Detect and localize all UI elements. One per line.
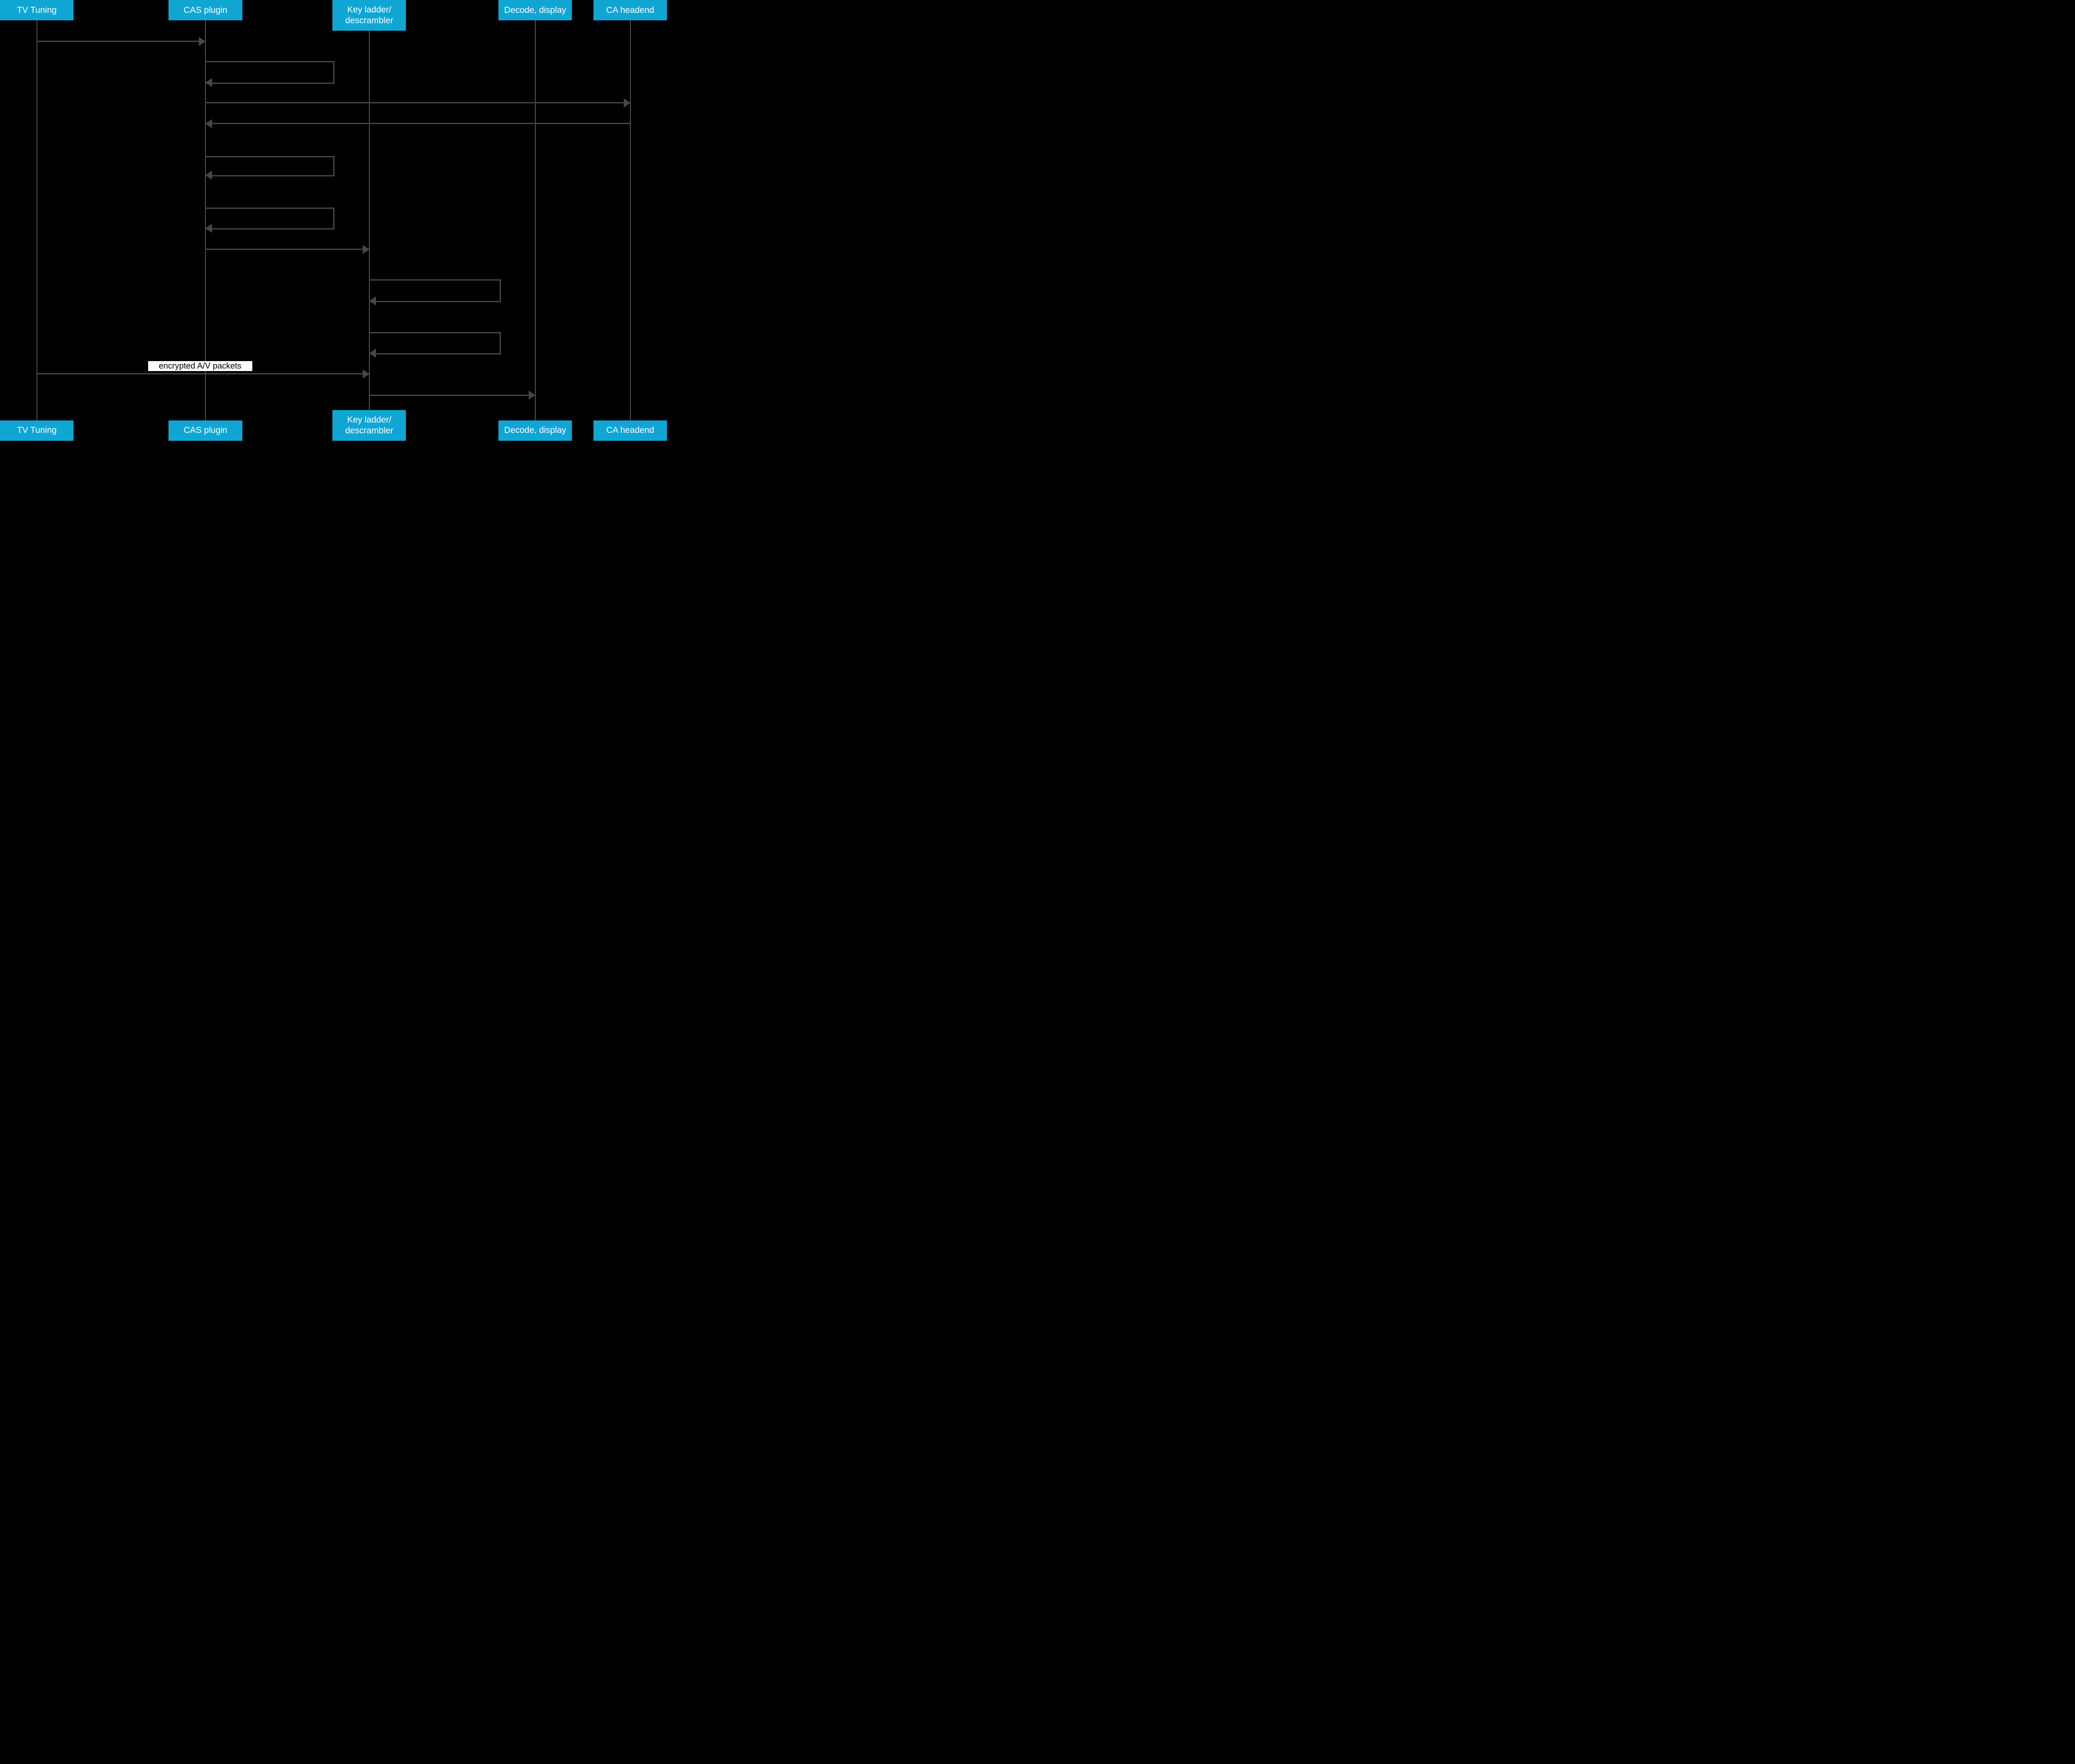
arrowhead-7 xyxy=(369,296,376,305)
self-message-1 xyxy=(205,61,334,84)
arrowhead-10 xyxy=(528,391,535,400)
message-label-9: encrypted A/V packets xyxy=(148,361,252,371)
message-line-3 xyxy=(205,123,630,125)
participant-bottom-cas-plugin: CAS plugin xyxy=(168,420,242,441)
sequence-diagram: encrypted A/V packets TV Tuning TV Tuning… xyxy=(0,0,668,441)
participant-top-key-ladder: Key ladder/ descrambler xyxy=(332,0,406,31)
arrowhead-4 xyxy=(205,170,212,180)
participant-bottom-tv-tuning: TV Tuning xyxy=(0,420,74,441)
message-line-0 xyxy=(37,41,206,42)
participant-bottom-key-ladder: Key ladder/ descrambler xyxy=(332,410,406,441)
participant-top-decode-display: Decode, display xyxy=(498,0,572,21)
arrowhead-6 xyxy=(362,244,369,254)
self-message-8 xyxy=(369,332,501,354)
arrowhead-3 xyxy=(205,119,212,128)
lifeline-decode-display xyxy=(535,0,536,441)
participant-bottom-ca-headend: CA headend xyxy=(593,420,667,441)
arrowhead-9 xyxy=(362,369,369,379)
message-line-10 xyxy=(369,394,535,396)
message-line-2 xyxy=(205,102,630,104)
lifeline-ca-headend xyxy=(630,0,631,441)
participant-top-tv-tuning: TV Tuning xyxy=(0,0,74,21)
self-message-7 xyxy=(369,279,501,302)
message-line-6 xyxy=(205,249,369,250)
arrowhead-2 xyxy=(623,98,630,108)
arrowhead-8 xyxy=(369,348,376,358)
lifeline-cas-plugin xyxy=(205,0,206,441)
self-message-4 xyxy=(205,156,334,176)
message-line-9 xyxy=(37,373,369,375)
lifeline-key-ladder xyxy=(369,0,370,441)
arrowhead-1 xyxy=(205,78,212,87)
participant-top-cas-plugin: CAS plugin xyxy=(168,0,242,21)
self-message-5 xyxy=(205,207,334,230)
arrowhead-5 xyxy=(205,223,212,233)
participant-bottom-decode-display: Decode, display xyxy=(498,420,572,441)
participant-top-ca-headend: CA headend xyxy=(593,0,667,21)
arrowhead-0 xyxy=(199,37,206,46)
